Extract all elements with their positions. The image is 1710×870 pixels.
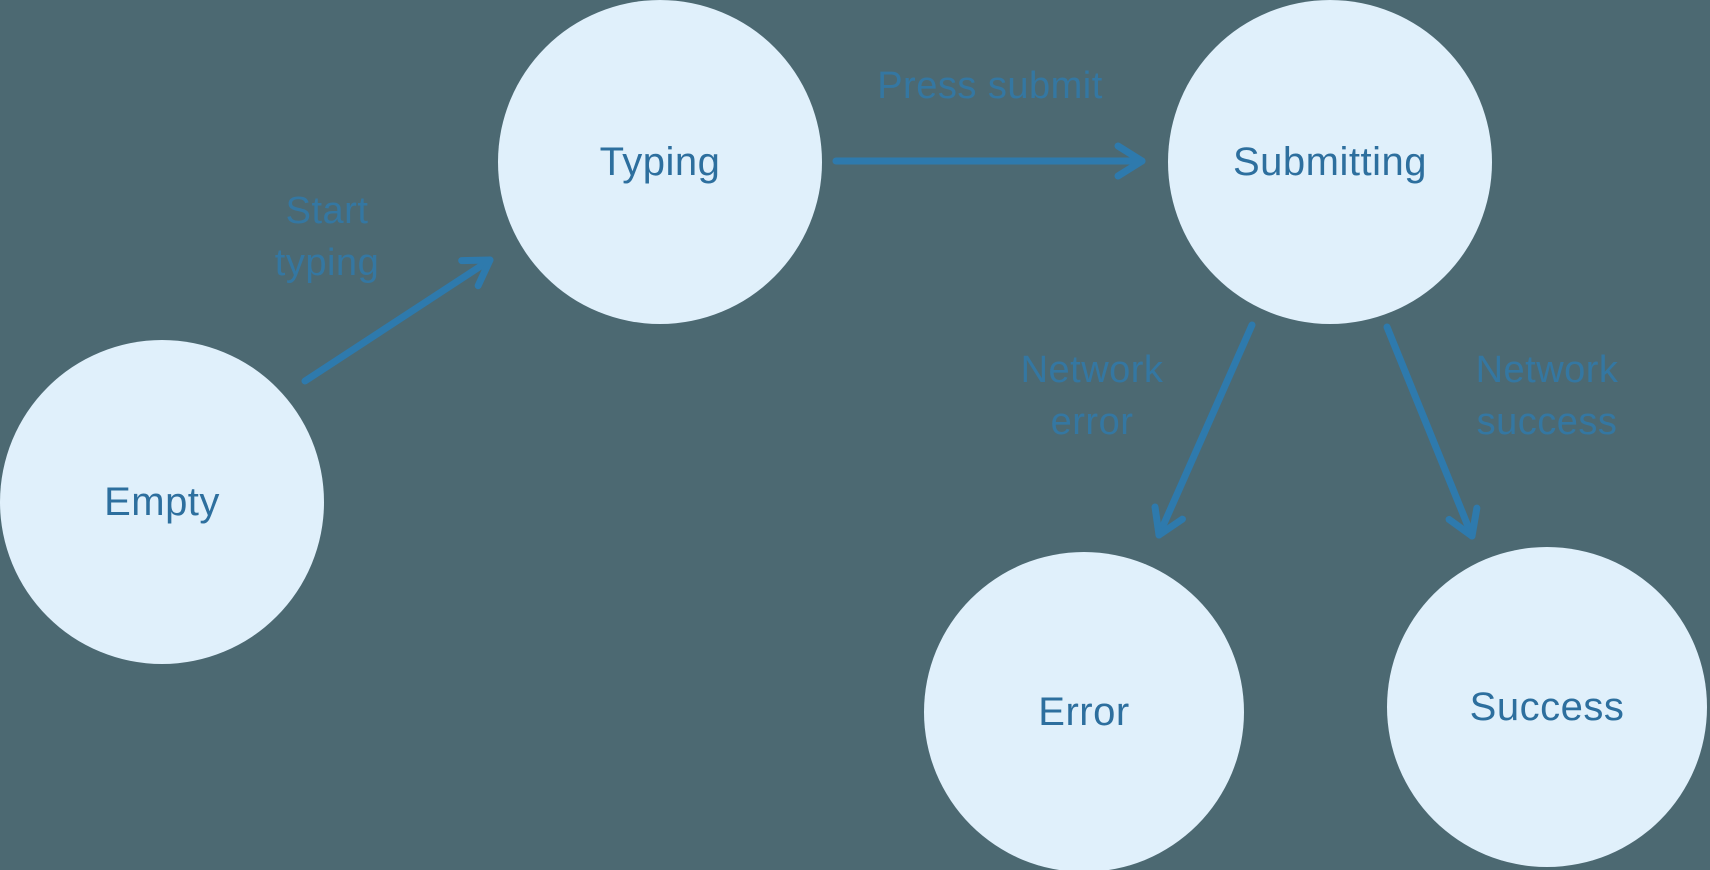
state-node-success: Success (1387, 547, 1707, 867)
state-node-error: Error (924, 552, 1244, 870)
state-node-typing: Typing (498, 0, 822, 324)
state-node-empty: Empty (0, 340, 324, 664)
edge-label-press-submit: Press submit (877, 65, 1103, 107)
state-label-success: Success (1469, 684, 1625, 729)
state-label-error: Error (1038, 689, 1130, 734)
state-label-typing: Typing (599, 139, 721, 184)
edge-label-network-success: Network success (1475, 349, 1619, 443)
state-label-empty: Empty (104, 479, 220, 524)
state-label-submitting: Submitting (1233, 139, 1427, 184)
edge-label-start-typing: Start typing (274, 190, 380, 284)
edge-label-network-error: Network error (1020, 349, 1164, 443)
state-node-submitting: Submitting (1168, 0, 1492, 324)
